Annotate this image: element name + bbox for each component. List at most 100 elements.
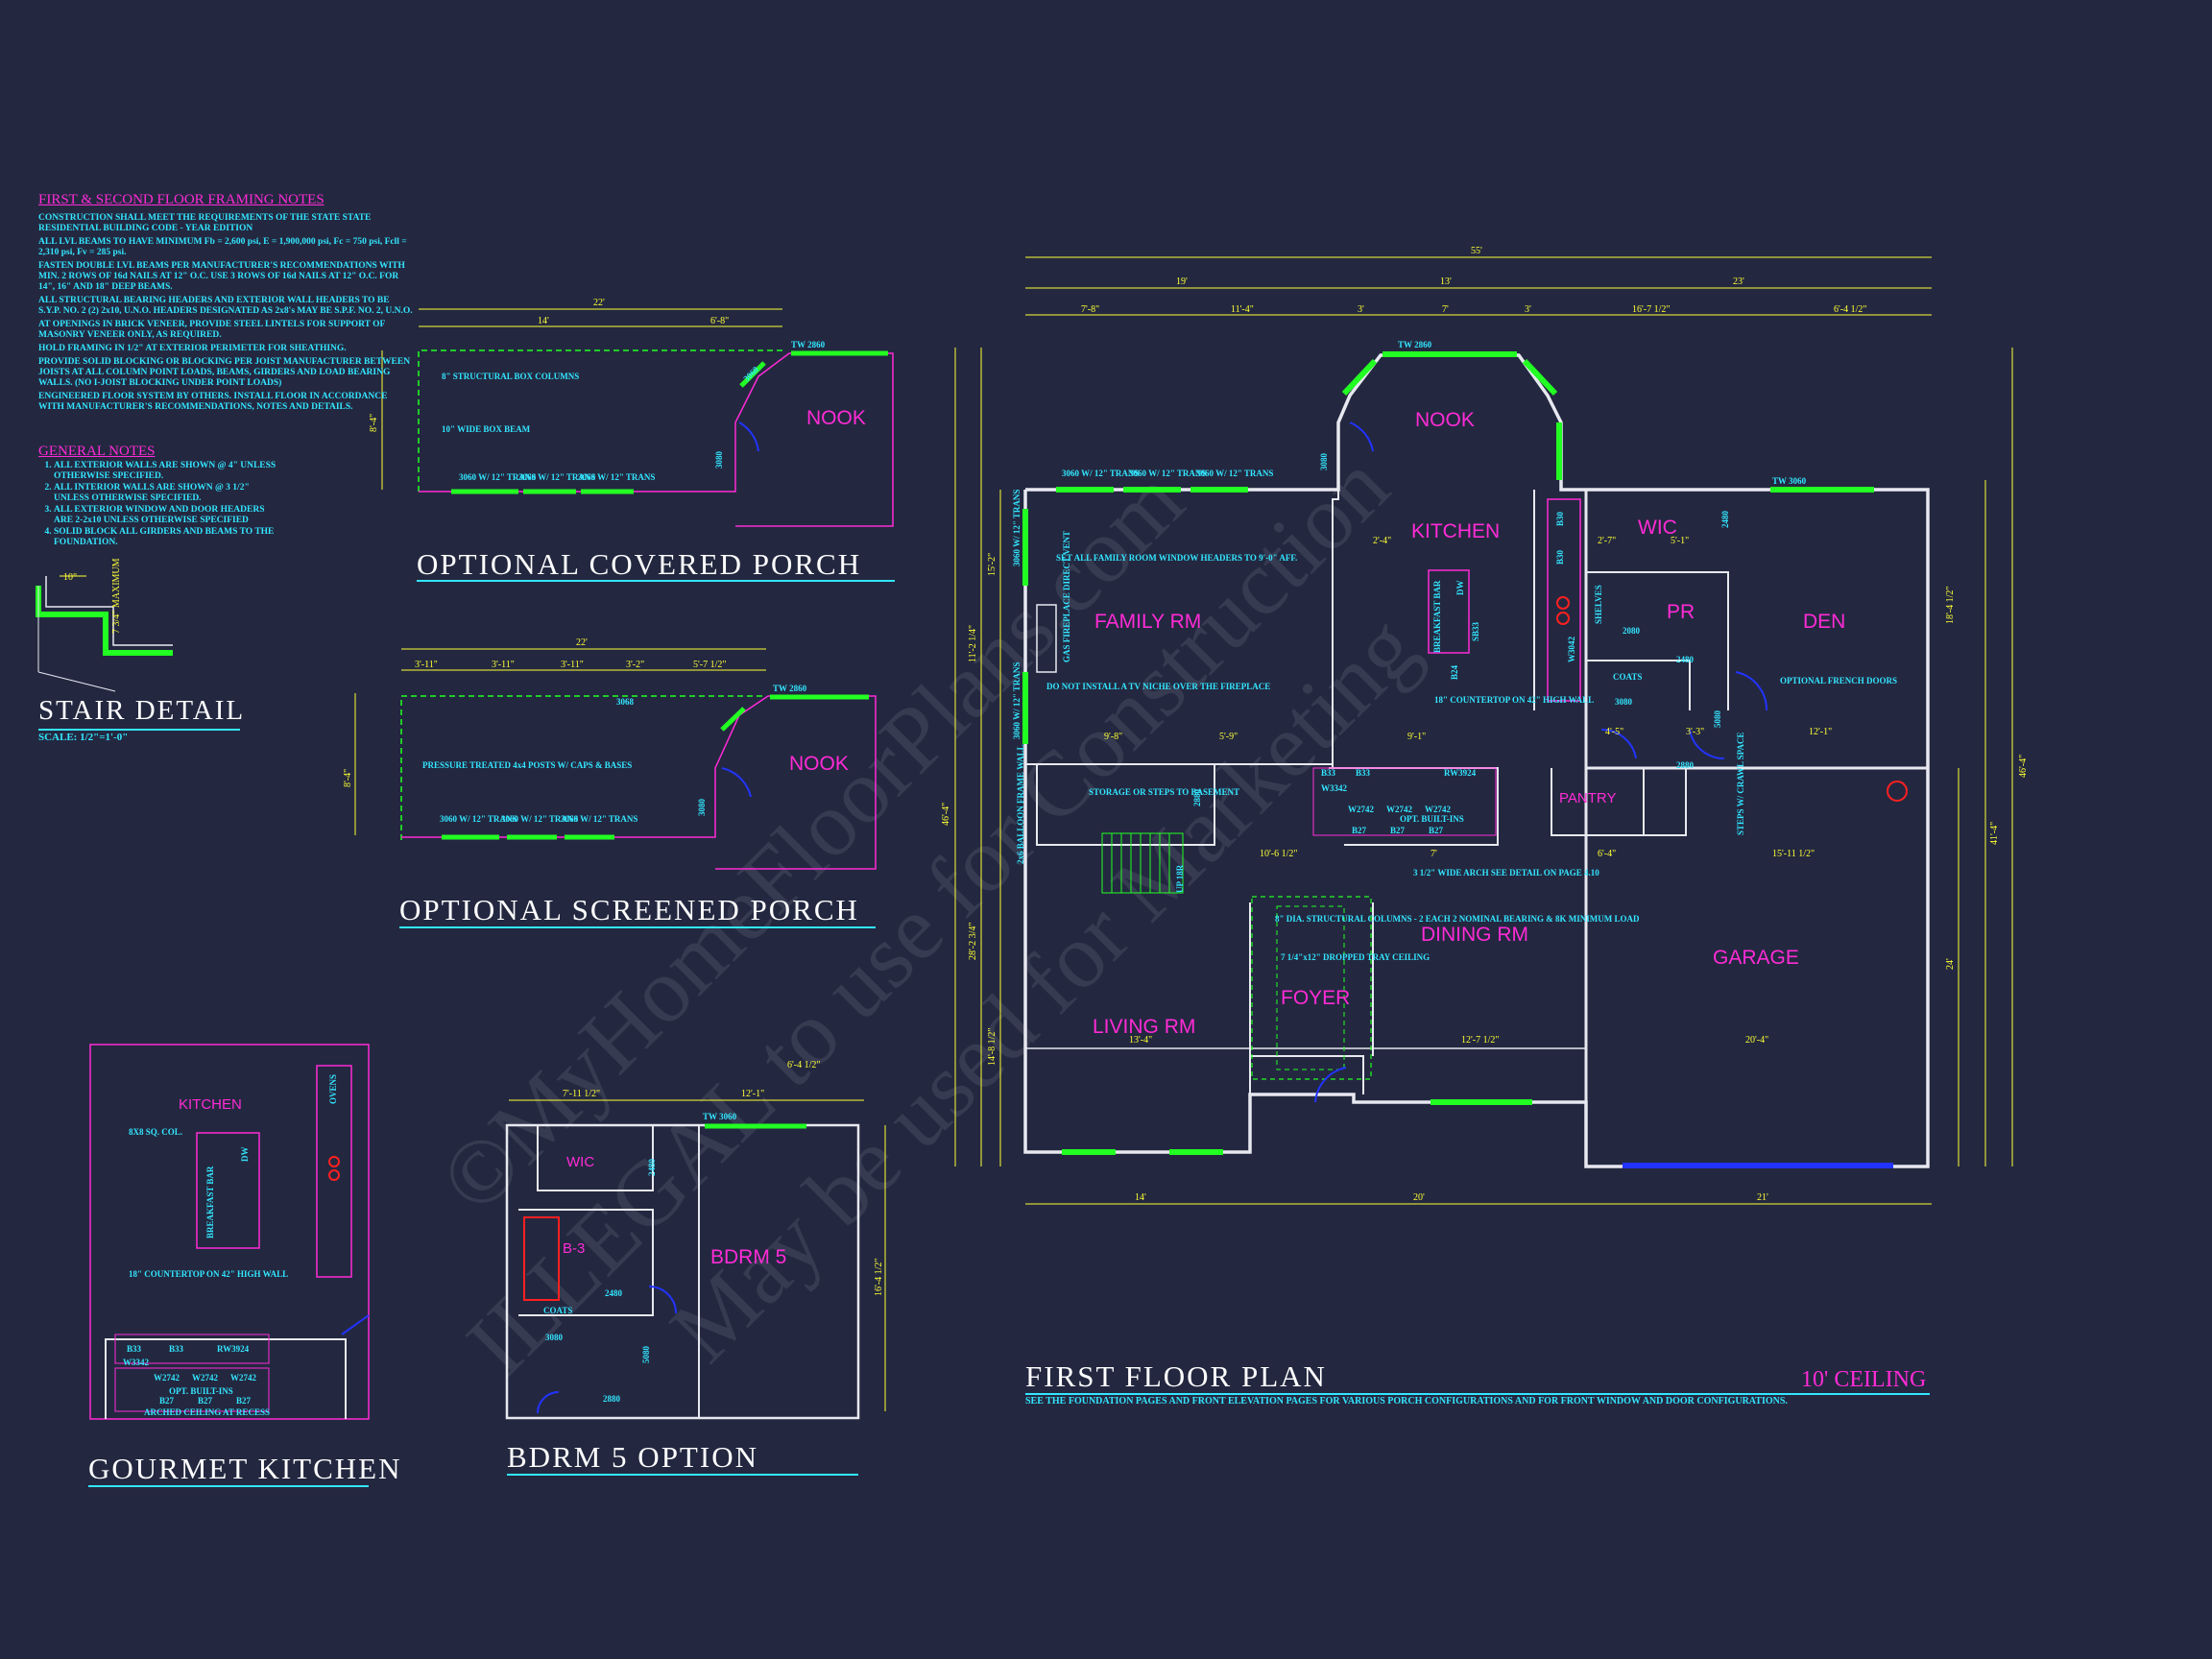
ffp-label-5080: 5080 bbox=[1713, 710, 1722, 729]
ffp-dim-misc-3: 9'-1" bbox=[1407, 732, 1426, 742]
screened-porch-window-2: 3060 W/ 12" TRANS bbox=[501, 814, 578, 824]
ffp-note-arch: 3 1/2" WIDE ARCH SEE DETAIL ON PAGE 4.10 bbox=[1413, 868, 1599, 878]
bdrm5-door-3: 3080 bbox=[545, 1333, 564, 1342]
bdrm5-room-bdrm5: BDRM 5 bbox=[710, 1246, 786, 1268]
ffp-label-w2742-3: W2742 bbox=[1425, 805, 1452, 814]
screened-porch-window-top: TW 2860 bbox=[773, 684, 807, 693]
ffp-dim-left-b: 14'-8 1/2" bbox=[987, 1028, 998, 1067]
ffp-label-b33-1: B33 bbox=[1321, 768, 1336, 778]
stair-detail-scale: SCALE: 1/2"=1'-0" bbox=[38, 732, 129, 743]
ffp-window-label-7: 3060 W/ 12" TRANS bbox=[1012, 662, 1022, 739]
gourmet-kitchen-w2742-2: W2742 bbox=[192, 1373, 219, 1382]
ffp-dim-left-overall: 46'-4" bbox=[941, 803, 951, 826]
general-note-2: ALL INTERIOR WALLS ARE SHOWN @ 3 1/2" UN… bbox=[54, 483, 278, 504]
ffp-label-w2742-1: W2742 bbox=[1348, 805, 1375, 814]
ffp-label-b30-2: B30 bbox=[1555, 549, 1565, 565]
framing-note-7: PROVIDE SOLID BLOCKING OR BLOCKING PER J… bbox=[38, 357, 411, 388]
ffp-dim-misc-5: 7' bbox=[1431, 849, 1437, 859]
gourmet-kitchen-w2742-1: W2742 bbox=[154, 1373, 180, 1382]
general-note-4: SOLID BLOCK ALL GIRDERS AND BEAMS TO THE… bbox=[54, 527, 278, 548]
ffp-dim-misc-1: 9'-8" bbox=[1104, 732, 1122, 742]
stair-treads bbox=[1101, 832, 1184, 894]
ffp-room-den: DEN bbox=[1803, 611, 1845, 633]
ffp-dim-bottom-a: 14' bbox=[1135, 1192, 1146, 1203]
covered-porch-window-1: 3060 W/ 12" TRANS bbox=[459, 472, 536, 482]
gourmet-kitchen-built-ins: OPT. BUILT-INS bbox=[169, 1386, 233, 1396]
ffp-dim-misc-4: 10'-6 1/2" bbox=[1260, 849, 1298, 859]
ffp-dim-top-d: 7'-8" bbox=[1081, 304, 1099, 315]
framing-note-8: ENGINEERED FLOOR SYSTEM BY OTHERS. INSTA… bbox=[38, 392, 388, 412]
ffp-note-headers: SET ALL FAMILY ROOM WINDOW HEADERS TO 9'… bbox=[1056, 553, 1297, 563]
ffp-window-label-5: 3060 W/ 12" TRANS bbox=[1196, 469, 1273, 478]
bdrm5-dim-height: 16'-4 1/2" bbox=[874, 1259, 884, 1297]
stair-detail: 10" 7 3/4" MAXIMUM bbox=[36, 558, 173, 692]
ffp-dim-misc-13: 12'-1" bbox=[1809, 727, 1832, 737]
ffp-label-2480-a: 2480 bbox=[1676, 655, 1695, 664]
gourmet-kitchen-column: 8X8 SQ. COL. bbox=[129, 1127, 182, 1137]
ffp-dim-left-c: 11'-2 1/4" bbox=[968, 625, 978, 662]
gourmet-kitchen-b33-1: B33 bbox=[127, 1344, 142, 1354]
gourmet-kitchen-arched: ARCHED CEILING AT RECESS bbox=[144, 1407, 270, 1417]
ffp-room-family: FAMILY RM bbox=[1094, 611, 1201, 633]
ffp-room-wic: WIC bbox=[1638, 517, 1677, 539]
ffp-label-2880-a: 2880 bbox=[1676, 760, 1695, 770]
gourmet-kitchen-room-label: KITCHEN bbox=[179, 1096, 242, 1113]
ffp-label-w2742-2: W2742 bbox=[1386, 805, 1413, 814]
ffp-room-kitchen: KITCHEN bbox=[1411, 520, 1500, 542]
screened-porch-nook-label: NOOK bbox=[789, 753, 849, 775]
covered-porch-beam-note: 10" WIDE BOX BEAM bbox=[442, 424, 531, 434]
ffp-dim-misc-12: 6'-4" bbox=[1598, 849, 1616, 859]
ffp-note-tv: DO NOT INSTALL A TV NICHE OVER THE FIREP… bbox=[1046, 682, 1270, 691]
ffp-label-rw3924: RW3924 bbox=[1444, 768, 1477, 778]
ffp-dim-top-h: 3' bbox=[1525, 304, 1531, 315]
ffp-label-2480-b: 2480 bbox=[1720, 511, 1730, 529]
ffp-dim-misc-2: 5'-9" bbox=[1219, 732, 1238, 742]
ffp-note-storage: STORAGE OR STEPS TO BASEMENT bbox=[1089, 787, 1239, 797]
ffp-window-label-1: TW 2860 bbox=[1398, 340, 1432, 349]
bdrm5-dim-d2: 12'-1" bbox=[741, 1089, 764, 1099]
gourmet-kitchen-w2742-3: W2742 bbox=[230, 1373, 257, 1382]
first-floor-plan: 55' 19' 13' 23' 7'-8" 11'-4" 3' 7' 3' 16… bbox=[941, 246, 2029, 1205]
framing-notes-title: FIRST & SECOND FLOOR FRAMING NOTES bbox=[38, 192, 325, 207]
ffp-room-living: LIVING RM bbox=[1093, 1016, 1195, 1038]
gourmet-kitchen-b27-1: B27 bbox=[159, 1396, 175, 1406]
ffp-window-label-6: 3060 W/ 12" TRANS bbox=[1012, 490, 1022, 566]
bdrm5-room-b3: B-3 bbox=[563, 1240, 585, 1257]
ffp-dim-top-c: 23' bbox=[1733, 276, 1744, 287]
ffp-note-tray: 7 1/4"x12" DROPPED TRAY CEILING bbox=[1281, 952, 1430, 962]
framing-note-6: HOLD FRAMING IN 1/2" AT EXTERIOR PERIMET… bbox=[38, 344, 347, 353]
ffp-dim-misc-6: 12'-7 1/2" bbox=[1461, 1035, 1500, 1046]
ffp-note-coats: COATS bbox=[1613, 672, 1642, 682]
ffp-room-foyer: FOYER bbox=[1281, 987, 1350, 1009]
bdrm5-door-4: 2880 bbox=[603, 1394, 621, 1404]
screened-porch-dim-s1: 3'-11" bbox=[415, 660, 438, 670]
ffp-dim-right-c: 18'-4 1/2" bbox=[1945, 587, 1956, 625]
ffp-label-2080: 2080 bbox=[1623, 626, 1641, 636]
bdrm5-title: BDRM 5 OPTION bbox=[507, 1440, 758, 1474]
ffp-dim-misc-11: 3'-3" bbox=[1686, 727, 1704, 737]
bdrm5-door-1: 2480 bbox=[647, 1159, 657, 1177]
ffp-dim-misc-7: 20'-4" bbox=[1745, 1035, 1768, 1046]
gourmet-kitchen-b33-2: B33 bbox=[169, 1344, 184, 1354]
ffp-label-dw: DW bbox=[1455, 581, 1465, 596]
ffp-dim-top-f: 3' bbox=[1358, 304, 1364, 315]
gourmet-kitchen-b27-3: B27 bbox=[236, 1396, 252, 1406]
ffp-dim-top-a: 19' bbox=[1176, 276, 1188, 287]
screened-porch-door2: 3080 bbox=[697, 799, 707, 817]
screened-porch-dim-overall: 22' bbox=[576, 637, 588, 648]
gourmet-kitchen-w3342: W3342 bbox=[123, 1358, 150, 1367]
ffp-dim-bottom-c: 21' bbox=[1757, 1192, 1768, 1203]
ffp-room-pantry: PANTRY bbox=[1559, 790, 1616, 806]
ffp-label-3080-a: 3080 bbox=[1319, 453, 1329, 471]
ffp-dim-right-overall: 46'-4" bbox=[2018, 755, 2029, 778]
screened-porch-window-1: 3060 W/ 12" TRANS bbox=[440, 814, 517, 824]
screened-porch-title: OPTIONAL SCREENED PORCH bbox=[399, 893, 859, 926]
screened-porch-dim-s2: 3'-11" bbox=[492, 660, 515, 670]
bdrm5-room-wic: WIC bbox=[566, 1154, 594, 1170]
ffp-room-dining: DINING RM bbox=[1421, 924, 1528, 946]
framing-note-5: AT OPENINGS IN BRICK VENEER, PROVIDE STE… bbox=[38, 320, 386, 340]
gourmet-kitchen-title: GOURMET KITCHEN bbox=[88, 1452, 402, 1485]
ffp-room-garage: GARAGE bbox=[1713, 947, 1799, 969]
bdrm5-dim-d1: 7'-11 1/2" bbox=[563, 1089, 600, 1099]
covered-porch-dim-left: 14' bbox=[538, 316, 549, 326]
